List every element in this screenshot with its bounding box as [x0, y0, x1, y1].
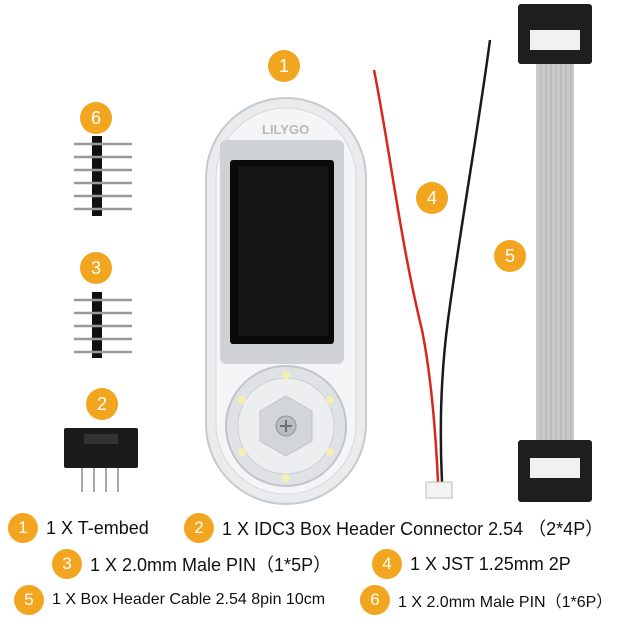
callout-badge-6: 6 [80, 102, 112, 134]
legend-row-3: 5 1 X Box Header Cable 2.54 8pin 10cm 6 … [0, 582, 640, 618]
callout-badge-5: 5 [494, 240, 526, 272]
legend-badge-4: 4 [372, 549, 402, 579]
callout-badge-3: 3 [80, 252, 112, 284]
legend-badge-5: 5 [14, 585, 44, 615]
t-embed-device: LILYGO [205, 97, 367, 505]
legend-label-3: 1 X 2.0mm Male PIN（1*5P） [90, 555, 332, 575]
legend-row-1: 1 1 X T-embed 2 1 X IDC3 Box Header Conn… [0, 510, 640, 546]
male-pin-header-6p [74, 136, 132, 216]
legend-label-4: 1 X JST 1.25mm 2P [410, 553, 571, 574]
product-photo: LILYGO [64, 4, 592, 505]
legend-item-2: 2 1 X IDC3 Box Header Connector 2.54 （2*… [184, 510, 603, 546]
legend-badge-6: 6 [360, 585, 390, 615]
legend-item-6: 6 1 X 2.0mm Male PIN（1*6P） [360, 582, 612, 618]
legend-label-5: 1 X Box Header Cable 2.54 8pin 10cm [52, 591, 326, 608]
jst-cable [372, 39, 492, 499]
legend-label-6: 1 X 2.0mm Male PIN（1*6P） [398, 594, 613, 611]
legend-item-1: 1 1 X T-embed [8, 510, 149, 546]
callout-badge-4: 4 [416, 182, 448, 214]
male-pin-header-5p [74, 292, 132, 358]
legend-label-1: 1 X T-embed [46, 517, 149, 538]
legend-badge-3: 3 [52, 549, 82, 579]
legend-label-2: 1 X IDC3 Box Header Connector 2.54 （2*4P… [222, 519, 604, 539]
legend-item-3: 3 1 X 2.0mm Male PIN（1*5P） [52, 546, 331, 582]
device-logo: LILYGO [262, 122, 309, 137]
callout-badge-2: 2 [86, 388, 118, 420]
callout-badge-1: 1 [268, 50, 300, 82]
legend-badge-2: 2 [184, 513, 214, 543]
legend-item-5: 5 1 X Box Header Cable 2.54 8pin 10cm [14, 582, 325, 618]
legend-badge-1: 1 [8, 513, 38, 543]
idc-box-header [64, 428, 138, 492]
legend-row-2: 3 1 X 2.0mm Male PIN（1*5P） 4 1 X JST 1.2… [0, 546, 640, 582]
product-illustration: LILYGO [64, 4, 592, 505]
ribbon-cable [518, 4, 592, 502]
legend-item-4: 4 1 X JST 1.25mm 2P [372, 546, 571, 582]
